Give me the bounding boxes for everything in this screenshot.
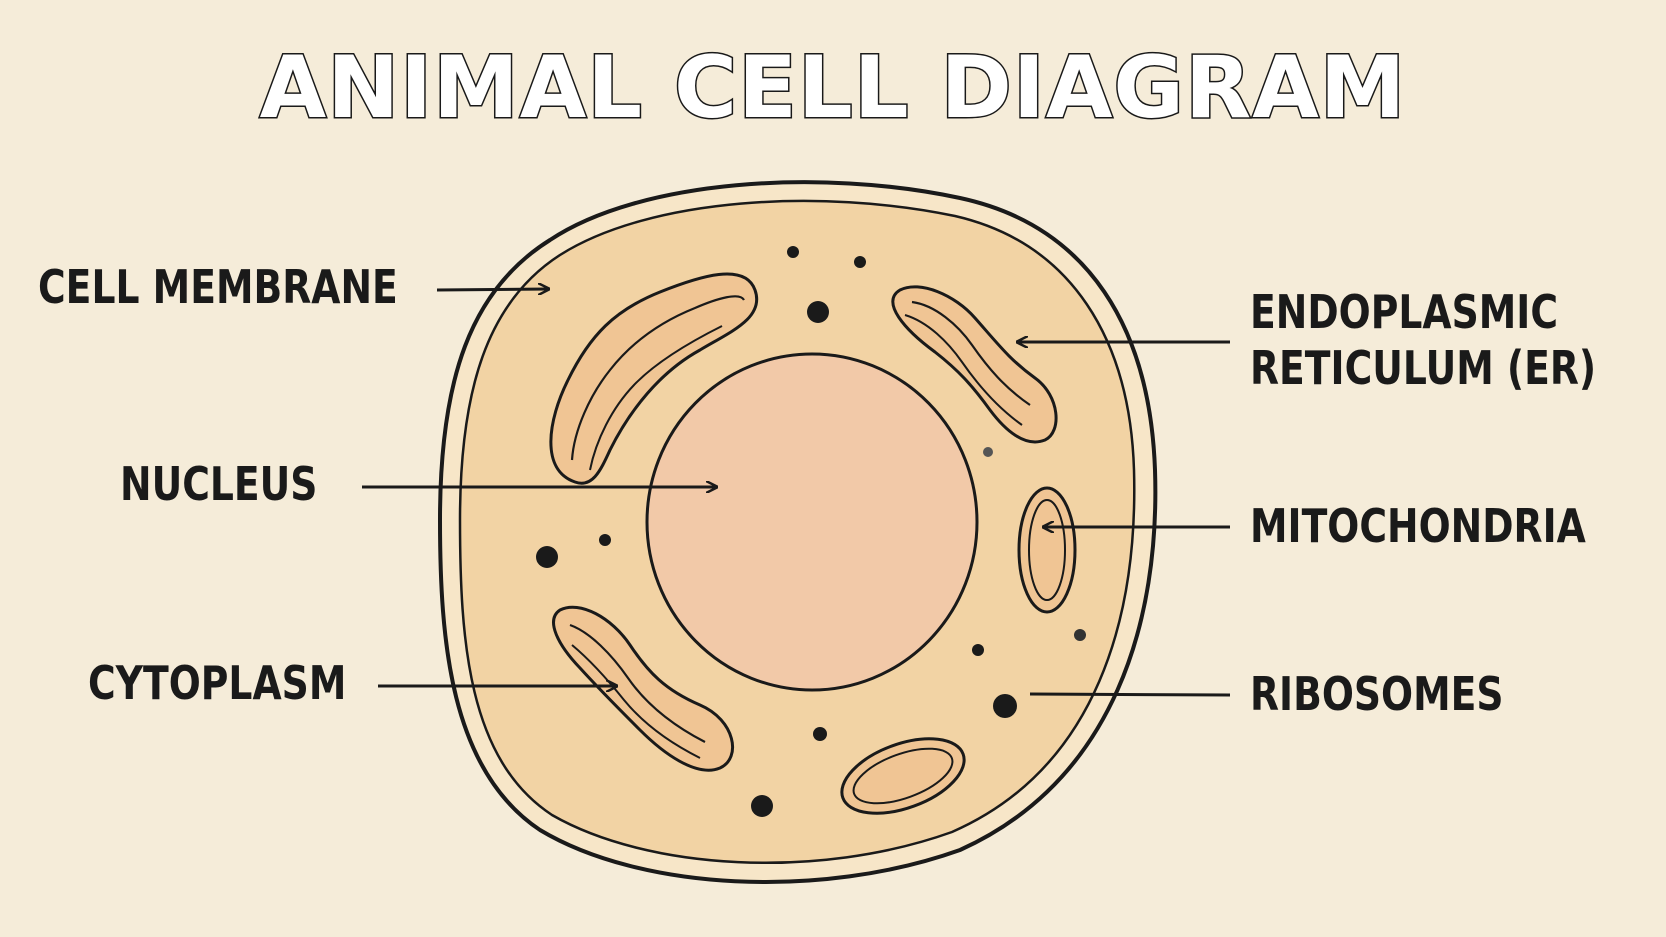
ribosome-dot bbox=[599, 534, 611, 546]
mitochondrion-bottom bbox=[840, 737, 966, 815]
mitochondrion-inner bbox=[852, 747, 954, 805]
ribosomes bbox=[536, 246, 1086, 817]
ribosome-dot bbox=[854, 256, 866, 268]
label-ribosomes: RIBOSOMES bbox=[1250, 667, 1504, 721]
er-upper-right bbox=[891, 285, 1058, 444]
mitochondrion-right bbox=[1017, 486, 1077, 614]
er-fold bbox=[904, 314, 1023, 426]
label-er-line-2: RETICULUM (ER) bbox=[1250, 341, 1597, 395]
ribosome-dot bbox=[813, 727, 827, 741]
ribosome-dot bbox=[807, 301, 829, 323]
ribosome-dot bbox=[983, 447, 993, 457]
er-fold bbox=[569, 623, 706, 743]
label-cytoplasm: CYTOPLASM bbox=[88, 656, 347, 710]
er-fold bbox=[570, 295, 745, 461]
label-nucleus: NUCLEUS bbox=[120, 457, 318, 511]
label-er-line-1: ENDOPLASMIC bbox=[1250, 285, 1559, 339]
label-cell-membrane: CELL MEMBRANE bbox=[38, 260, 398, 314]
ribosome-dot bbox=[1074, 629, 1086, 641]
ribosome-dot bbox=[536, 546, 558, 568]
diagram-title: ANIMAL CELL DIAGRAM bbox=[258, 37, 1407, 140]
ribosome-dot bbox=[972, 644, 984, 656]
mitochondrion-inner bbox=[1028, 499, 1066, 601]
er-fold bbox=[911, 300, 1031, 406]
ribosome-dot bbox=[751, 795, 773, 817]
er-lower-left bbox=[552, 605, 735, 772]
label-mitochondria: MITOCHONDRIA bbox=[1250, 499, 1586, 553]
arrow-cell-membrane bbox=[436, 289, 548, 290]
ribosome-dot bbox=[787, 246, 799, 258]
nucleus bbox=[645, 352, 979, 692]
leader-ribosomes bbox=[1029, 692, 1231, 697]
er-fold bbox=[589, 325, 723, 471]
er-fold bbox=[571, 644, 701, 759]
ribosome-dot bbox=[993, 694, 1017, 718]
label-endoplasmic-reticulum: ENDOPLASMIC RETICULUM (ER) bbox=[1250, 284, 1596, 396]
